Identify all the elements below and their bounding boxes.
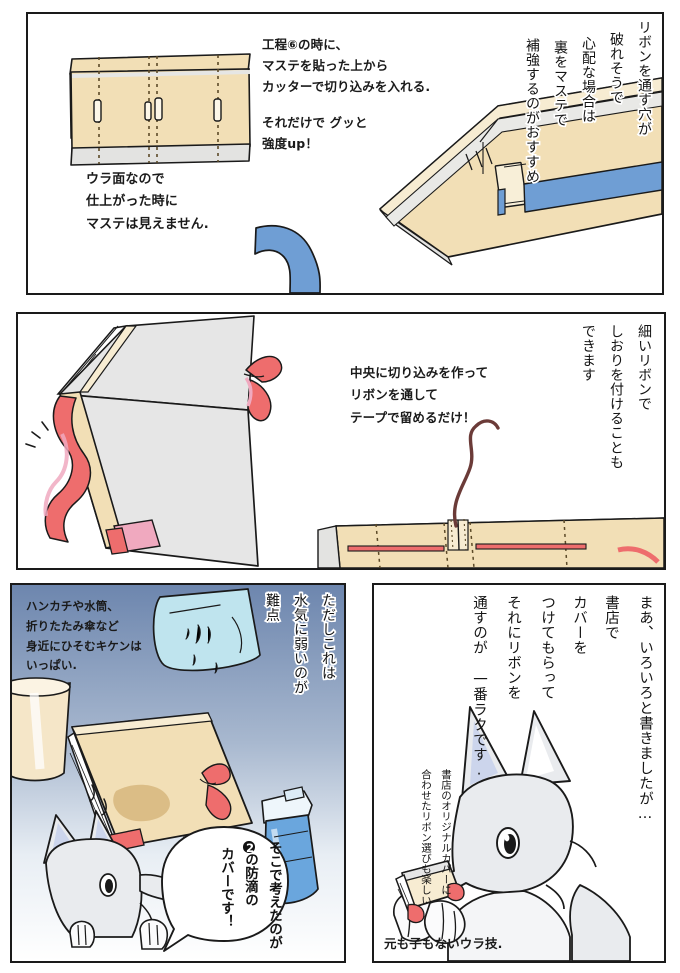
caption-original-cover-note-line-1: 書店のオリジナルカバーに <box>440 769 452 895</box>
book-with-red-bow <box>25 315 283 567</box>
blue-ribbon-sweep <box>254 224 321 293</box>
caption-reinforce-recommend-line-4: 裏をマステで <box>550 38 569 129</box>
speech-bubble-line-3: カバーです！ <box>218 847 234 928</box>
caption-back-side-invisible: ウラ面なので 仕上がった時に マステは見えません. <box>86 172 209 232</box>
caption-conclusion-line-1: まあ、いろいろと書きましたが… <box>637 595 653 823</box>
caption-bookmark-possible-line-3: できます <box>578 322 597 383</box>
panel-four-bookstore-cover: まあ、いろいろと書きましたが… 書店で カバーを つけてもらって それにリボンを… <box>372 583 666 963</box>
panel-one-masking-tape-reinforce: 工程⑥の時に、 マステを貼った上から カッターで切り込みを入れる. それだけで … <box>26 12 664 295</box>
book-with-stain <box>67 712 253 854</box>
speech-bubble-shape <box>161 826 289 952</box>
caption-reinforce-recommend-line-2: 破れそうで <box>606 30 625 106</box>
panel-three-artwork <box>12 585 344 961</box>
caption-conclusion-line-3: カバーを <box>571 595 587 656</box>
caption-center-slit: 中央に切り込みを作って リボンを通して テープで留めるだけ！ <box>350 365 489 425</box>
panel-two-artwork <box>25 315 664 568</box>
caption-conclusion-line-4: つけてもらって <box>539 595 555 701</box>
water-bottle-cup <box>12 677 71 782</box>
caption-conclusion-line-6: 通すのが 一番ラクです. <box>471 595 487 779</box>
step-number-2-badge: 2 <box>243 841 257 855</box>
handkerchief <box>152 588 261 674</box>
panel-one-artwork <box>69 53 662 293</box>
speech-bubble-line-1: そこで考えたのが <box>266 841 282 949</box>
caption-bookmark-possible-line-1: 細いリボンで <box>634 322 653 413</box>
caption-reinforce-recommend-line-3: 心配な場合は <box>578 34 597 125</box>
caption-conclusion-line-5: それにリボンを <box>505 595 521 701</box>
speech-bubble-line-2: 2の防滴の <box>242 841 258 907</box>
caption-reinforce-recommend-line-1: リボンを通す穴が <box>634 18 653 138</box>
caption-weak-to-water-line-2: 水気に弱いのが <box>290 591 309 696</box>
caption-original-cover-note-line-2: 合わせたリボン選びも楽しい. <box>420 769 432 918</box>
cover-strip-with-slit <box>317 419 664 568</box>
caption-step6-cutter: 工程⑥の時に、 マステを貼った上から カッターで切り込みを入れる. <box>262 37 431 94</box>
caption-weak-to-water-line-3: 難点 <box>262 591 281 623</box>
caption-weak-to-water-line-1: ただしこれは <box>318 591 337 682</box>
caption-reinforce-recommend-line-5: 補強するのがおすすめ <box>522 36 541 185</box>
caption-everyday-dangers: ハンカチや水筒、 折りたたみ傘など 身近にひそむキケンは いっぱい. <box>26 599 142 673</box>
tilted-cover-with-tape <box>379 77 662 266</box>
panel-three-water-weakness: ただしこれは 水気に弱いのが 難点 ハンカチや水筒、 折りたたみ傘など 身近にひ… <box>10 583 346 963</box>
caption-strength-up: それだけで グッと 強度up！ <box>262 115 368 151</box>
caption-bottom-ura-waza: 元も子もないウラ技. <box>384 935 503 951</box>
panel-two-thin-ribbon-bookmark: 細いリボンで しおりを付けることも できます 中央に切り込みを作って リボンを通… <box>16 312 666 570</box>
caption-bookmark-possible-line-2: しおりを付けることも <box>606 322 625 471</box>
caption-conclusion-line-2: 書店で <box>603 595 619 641</box>
flat-cover-diagram <box>69 53 251 166</box>
ribbon-tails-right <box>617 546 660 564</box>
panel-four-artwork <box>393 706 631 961</box>
paw-holding-book <box>393 860 466 944</box>
